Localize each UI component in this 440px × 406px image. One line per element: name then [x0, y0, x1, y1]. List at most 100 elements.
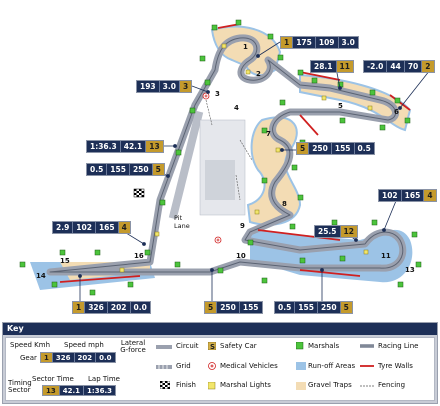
info-badge: 4 — [118, 222, 130, 233]
turn-number: 4 — [234, 104, 239, 112]
key-gear: Gear — [20, 354, 37, 362]
info-badge: 1 — [281, 37, 294, 48]
info-value: 25.5 — [315, 226, 341, 237]
turn-info-t5d: 0.5 155 250 5 — [274, 301, 353, 314]
info-value: 102 — [379, 190, 402, 201]
key-panel: Key Speed Kmh Speed mph Lateral G-force … — [2, 322, 438, 404]
info-value: 42.1 — [121, 141, 147, 152]
medical-vehicle-icons — [202, 92, 222, 244]
turn-info-t4: 102 165 4 — [378, 189, 437, 202]
legend-fencing: Fencing — [378, 381, 406, 389]
legend-grid: Grid — [176, 362, 191, 370]
legend-marshal-lights: Marshal Lights — [220, 381, 271, 389]
info-value: 1:36.3 — [87, 141, 121, 152]
info-badge: 13 — [146, 141, 163, 152]
turn-info-t1: 1 175 109 3.0 — [280, 36, 359, 49]
info-value: 70 — [405, 61, 423, 72]
info-value: 109 — [316, 37, 339, 48]
turn-info-t4b: 2.9 102 165 4 — [52, 221, 131, 234]
marshal-icon — [296, 342, 304, 350]
key-lap-time: Lap Time — [88, 375, 120, 383]
turn-number: 5 — [338, 102, 343, 110]
info-value: 0.5 — [87, 164, 108, 175]
key-lateral: Lateral G-force — [120, 339, 146, 354]
info-badge: 11 — [336, 61, 353, 72]
info-badge: 1 — [73, 302, 86, 313]
turn-number: 9 — [240, 222, 245, 230]
tyre-wall-icon — [360, 365, 374, 367]
info-value: 250 — [309, 143, 332, 154]
info-value: 44 — [387, 61, 405, 72]
turn-info-t13: 1:36.3 42.1 13 — [86, 140, 164, 153]
turn-number: 13 — [405, 266, 415, 274]
turn-number: 8 — [282, 200, 287, 208]
marshal-lights — [119, 43, 373, 273]
key-gear-box: 1 326 202 0.0 — [40, 352, 116, 363]
turn-number: 11 — [381, 252, 391, 260]
turn-info-t5c: 5 250 155 — [204, 301, 263, 314]
info-value: 250 — [318, 302, 341, 313]
key-box-badge: 13 — [43, 386, 60, 395]
turn-info-t11: 28.1 11 — [310, 60, 354, 73]
info-value: 165 — [96, 222, 119, 233]
key-body: Speed Kmh Speed mph Lateral G-force Gear… — [5, 337, 435, 401]
info-badge: 5 — [205, 302, 218, 313]
legend-racing-line: Racing Line — [378, 342, 419, 350]
fencing — [205, 99, 253, 201]
info-value: 165 — [402, 190, 425, 201]
turn-info-t2: -2.0 44 70 2 — [363, 60, 435, 73]
turn-number: 6 — [394, 108, 399, 116]
info-value: 2.9 — [53, 222, 74, 233]
key-title: Key — [3, 323, 437, 335]
info-badge: 5 — [297, 143, 310, 154]
legend-safety-car: Safety Car — [220, 342, 257, 350]
info-value: 0.0 — [133, 303, 147, 312]
runoff-legend-icon — [296, 362, 306, 370]
key-box-value: 0.0 — [99, 353, 112, 362]
info-value: 193 — [137, 81, 160, 92]
legend-gravel: Gravel Traps — [308, 381, 352, 389]
info-value: -2.0 — [364, 61, 388, 72]
info-badge: 2 — [422, 61, 434, 72]
info-badge: 3 — [179, 81, 192, 92]
marshal-light-icon — [208, 382, 216, 390]
safety-car-icon: S — [208, 342, 216, 350]
info-value: 155 — [332, 143, 355, 154]
key-box-value: 326 — [53, 353, 75, 362]
svg-text:S: S — [210, 343, 215, 350]
pit-lane-label: Pit Lane — [174, 214, 190, 230]
info-value: 155 — [295, 302, 318, 313]
turn-info-t12: 25.5 12 — [314, 225, 358, 238]
info-badge: 5 — [340, 302, 352, 313]
info-value: 28.1 — [311, 61, 337, 72]
turn-number: 1 — [243, 43, 248, 51]
info-value: 326 — [85, 302, 108, 313]
medical-icon — [208, 362, 216, 370]
key-box-value: 1:36.3 — [87, 386, 112, 395]
turn-info-t3: 193 3.0 3 — [136, 80, 193, 93]
info-value: 250 — [217, 302, 240, 313]
turn-number: 14 — [36, 272, 46, 280]
info-value: 250 — [130, 164, 153, 175]
info-value: 155 — [242, 303, 259, 312]
key-speed-mph: Speed mph — [64, 341, 104, 349]
info-badge: 5 — [152, 164, 164, 175]
circuit-legend-icon — [156, 345, 172, 349]
key-box-value: 202 — [75, 353, 97, 362]
turn-number: 16 — [134, 252, 144, 260]
key-speed-kmh: Speed Kmh — [10, 341, 51, 349]
gravel-legend-icon — [296, 382, 306, 390]
pit-building — [168, 110, 204, 220]
grid-legend-icon — [156, 365, 172, 369]
turn-number: 7 — [266, 130, 271, 138]
racing-line-icon — [360, 344, 374, 348]
info-badge: 12 — [340, 226, 357, 237]
info-value: 3.0 — [160, 81, 180, 92]
info-value: 155 — [107, 164, 130, 175]
key-box-value: 42.1 — [60, 386, 85, 395]
legend-tyre-walls: Tyre Walls — [378, 362, 413, 370]
turn-number: 15 — [60, 257, 70, 265]
grandstand — [205, 160, 235, 200]
turn-number: 10 — [236, 252, 246, 260]
key-sector-time: Sector Time — [32, 375, 74, 383]
